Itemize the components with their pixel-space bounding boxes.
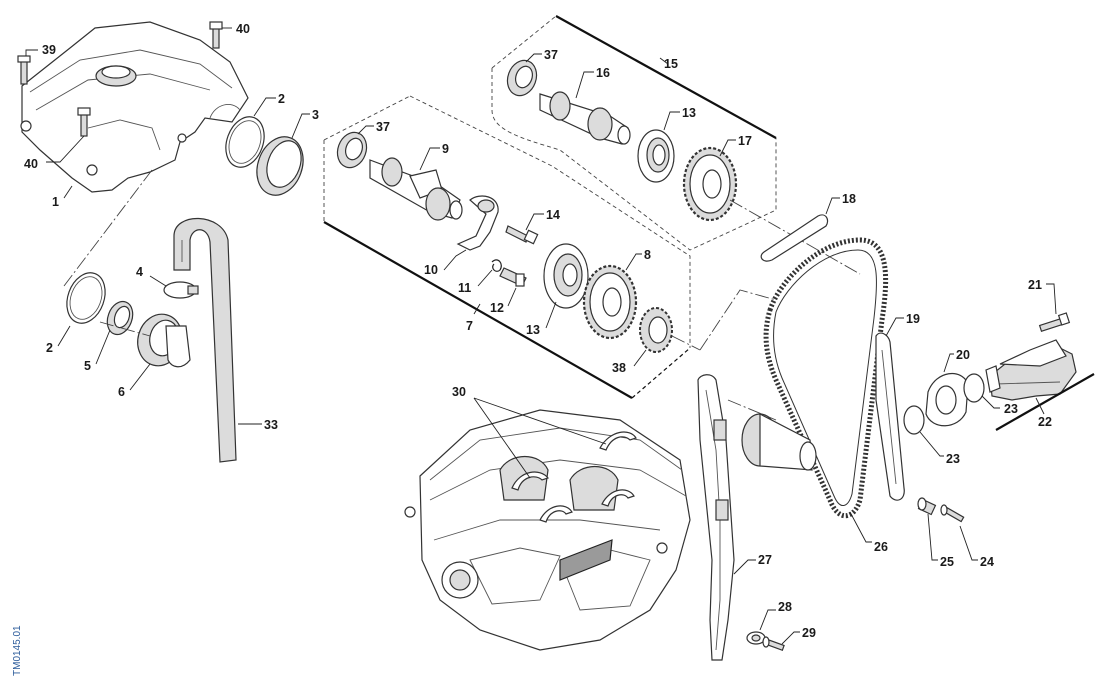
seal-3 <box>256 136 304 196</box>
seal-5 <box>106 300 134 336</box>
callout-28: 28 <box>778 600 792 614</box>
callout-33: 33 <box>264 418 278 432</box>
callout-4: 4 <box>136 265 143 279</box>
chain-tensioner-22 <box>985 339 1077 401</box>
callout-7: 7 <box>466 319 473 333</box>
callout-5: 5 <box>84 359 91 373</box>
callout-18: 18 <box>842 192 856 206</box>
bolt-21 <box>1038 312 1071 333</box>
bearing-37-exhaust <box>506 59 538 97</box>
callout-8: 8 <box>644 248 651 262</box>
callout-11: 11 <box>458 281 471 295</box>
callout-21: 21 <box>1028 278 1042 292</box>
callout-1: 1 <box>52 195 59 209</box>
o-ring-23-a <box>903 405 925 435</box>
cylinder-head-cover <box>20 21 249 193</box>
callout-16: 16 <box>596 66 610 80</box>
breather-fitting-6 <box>137 313 191 368</box>
clamp-4 <box>163 281 199 299</box>
callout-22: 22 <box>1038 415 1052 429</box>
pivot-pin-25 <box>917 497 937 516</box>
decompressor-lever-10 <box>456 195 499 251</box>
callout-19: 19 <box>906 312 920 326</box>
crankshaft-end <box>741 413 817 471</box>
document-code: TM0145.01 <box>12 625 23 676</box>
callout-13-exhaust: 13 <box>682 106 696 120</box>
callout-10: 10 <box>424 263 438 277</box>
pin-14 <box>505 225 539 245</box>
tensioner-guide-19 <box>875 332 905 501</box>
gear-38 <box>639 307 673 353</box>
callout-24: 24 <box>980 555 994 569</box>
callout-14: 14 <box>546 208 560 222</box>
intake-camshaft-9 <box>369 157 463 221</box>
callout-12: 12 <box>490 301 504 315</box>
sprocket-17 <box>682 146 738 222</box>
callout-26: 26 <box>874 540 888 554</box>
o-ring-2-left <box>66 272 106 324</box>
callout-39: 39 <box>42 43 56 57</box>
bearing-half-30-a <box>511 471 550 491</box>
callout-23-upper: 23 <box>1004 402 1018 416</box>
callout-20: 20 <box>956 348 970 362</box>
bolt-39 <box>17 55 31 85</box>
screw-24 <box>940 504 965 523</box>
screw-29 <box>762 636 785 652</box>
callout-38: 38 <box>612 361 626 375</box>
gasket-20 <box>925 372 969 427</box>
o-ring-2-top <box>225 116 265 168</box>
bearing-37-intake <box>336 131 368 169</box>
callout-13-intake: 13 <box>526 323 540 337</box>
cylinder-head <box>404 409 691 651</box>
timing-chain-26 <box>763 237 889 519</box>
breather-hose-33 <box>173 217 237 463</box>
callout-2-left: 2 <box>46 341 53 355</box>
pin-12 <box>499 267 527 287</box>
exhaust-camshaft-16 <box>539 91 631 145</box>
callout-29: 29 <box>802 626 816 640</box>
callout-17: 17 <box>738 134 752 148</box>
callout-23-lower: 23 <box>946 452 960 466</box>
washer-28 <box>746 631 766 645</box>
callout-2-top: 2 <box>278 92 285 106</box>
sprocket-8 <box>582 264 638 340</box>
spring-11 <box>491 259 502 272</box>
callout-37-exhaust: 37 <box>544 48 558 62</box>
bearing-13-exhaust <box>637 129 675 183</box>
callout-6: 6 <box>118 385 125 399</box>
callout-37-intake: 37 <box>376 120 390 134</box>
callout-40-front: 40 <box>24 157 38 171</box>
o-ring-23-b <box>963 373 985 403</box>
callout-9: 9 <box>442 142 449 156</box>
callout-30: 30 <box>452 385 466 399</box>
callout-15: 15 <box>664 57 678 71</box>
callout-27: 27 <box>758 553 772 567</box>
chain-guide-18 <box>760 214 829 262</box>
bearing-13-intake <box>543 243 589 309</box>
callout-25: 25 <box>940 555 954 569</box>
bolt-40-top <box>209 21 223 49</box>
bearing-half-30-b <box>599 431 637 451</box>
callout-3: 3 <box>312 108 319 122</box>
callout-40-top: 40 <box>236 22 250 36</box>
